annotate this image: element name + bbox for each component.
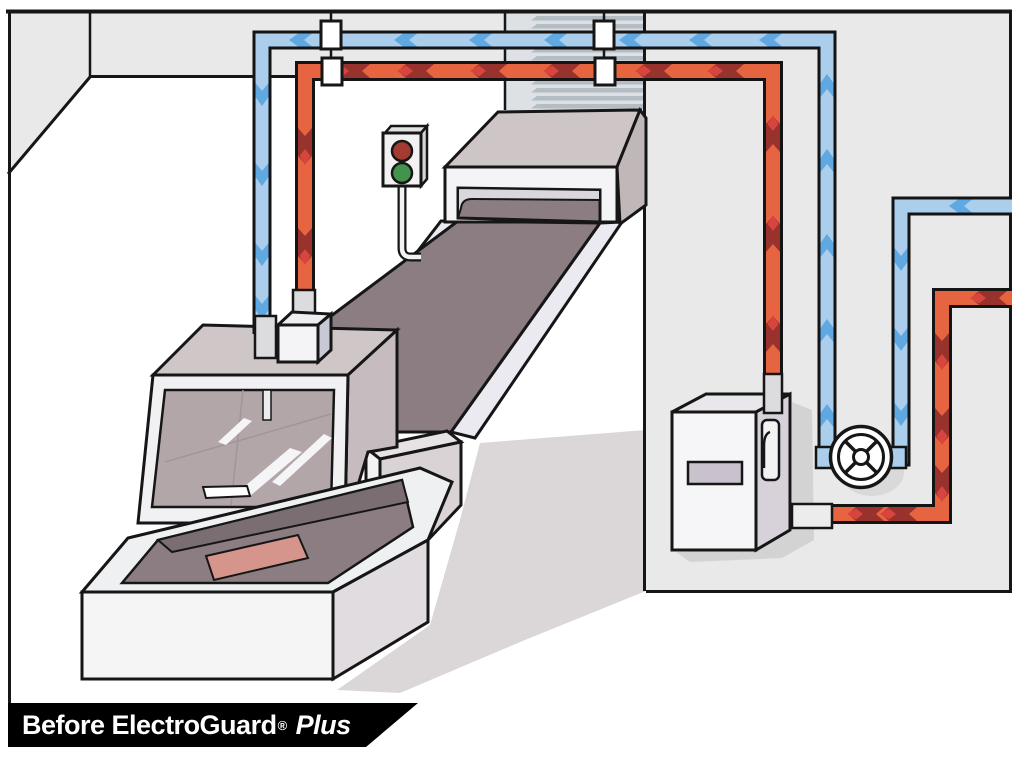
- base-right-face: [331, 537, 430, 682]
- junction-box-front: [276, 323, 320, 364]
- base-front-face: [80, 590, 335, 681]
- solder-bath: [204, 533, 310, 582]
- panel-top-conduit: [762, 372, 784, 415]
- cool-line-sleeve: [253, 314, 278, 360]
- hood-top-face: [441, 108, 643, 169]
- stop-light: [390, 139, 414, 163]
- panel-side-nipple: [790, 502, 834, 530]
- solder-machine: [78, 323, 465, 682]
- panel-handle-grip: [762, 430, 771, 468]
- glass-reflection: [238, 448, 302, 496]
- hot-line-pipe: [295, 61, 1012, 524]
- electrical-panel: [670, 391, 792, 553]
- caption-text: Before ElectroGuard: [22, 709, 277, 740]
- hood-handle: [201, 484, 252, 500]
- hood-opening-liner: [457, 186, 601, 219]
- caption-suffix: Plus: [295, 709, 351, 740]
- corner-diagonal-edge: [6, 76, 92, 175]
- left-wall-corner: [8, 10, 90, 174]
- panel-shadow: [676, 402, 814, 562]
- hanger-clamp: [592, 19, 616, 51]
- hanger-clamp: [320, 56, 344, 87]
- registered-mark-icon: ®: [277, 717, 287, 733]
- hanger-clamp: [319, 19, 343, 51]
- panel-fittings: [762, 372, 834, 530]
- caption-banner: Before ElectroGuard® Plus: [8, 703, 418, 747]
- fan-hub: [852, 448, 870, 466]
- glass-reflection: [272, 434, 332, 486]
- panel-nameplate: [686, 460, 744, 486]
- floor-shadows: [337, 402, 814, 693]
- hood-right-face: [615, 106, 648, 227]
- indicator-pole: [399, 185, 421, 260]
- machine-shadow: [337, 430, 646, 693]
- exhaust-hood: [441, 106, 648, 227]
- hanger-clamp: [593, 56, 617, 87]
- go-light: [390, 161, 414, 185]
- indicator-pole-outline: [397, 185, 421, 262]
- glass-reflections: [218, 418, 332, 496]
- hood-strut: [262, 389, 272, 421]
- machine-junction: [253, 288, 335, 366]
- machine-interior-deep: [155, 478, 410, 554]
- glass-seam: [164, 413, 332, 463]
- blower-fan: [814, 424, 908, 496]
- indicator-light: [381, 122, 430, 262]
- glass-reflection: [218, 418, 252, 445]
- pipe-hangers: [319, 12, 617, 87]
- room-outline: [6, 9, 1012, 703]
